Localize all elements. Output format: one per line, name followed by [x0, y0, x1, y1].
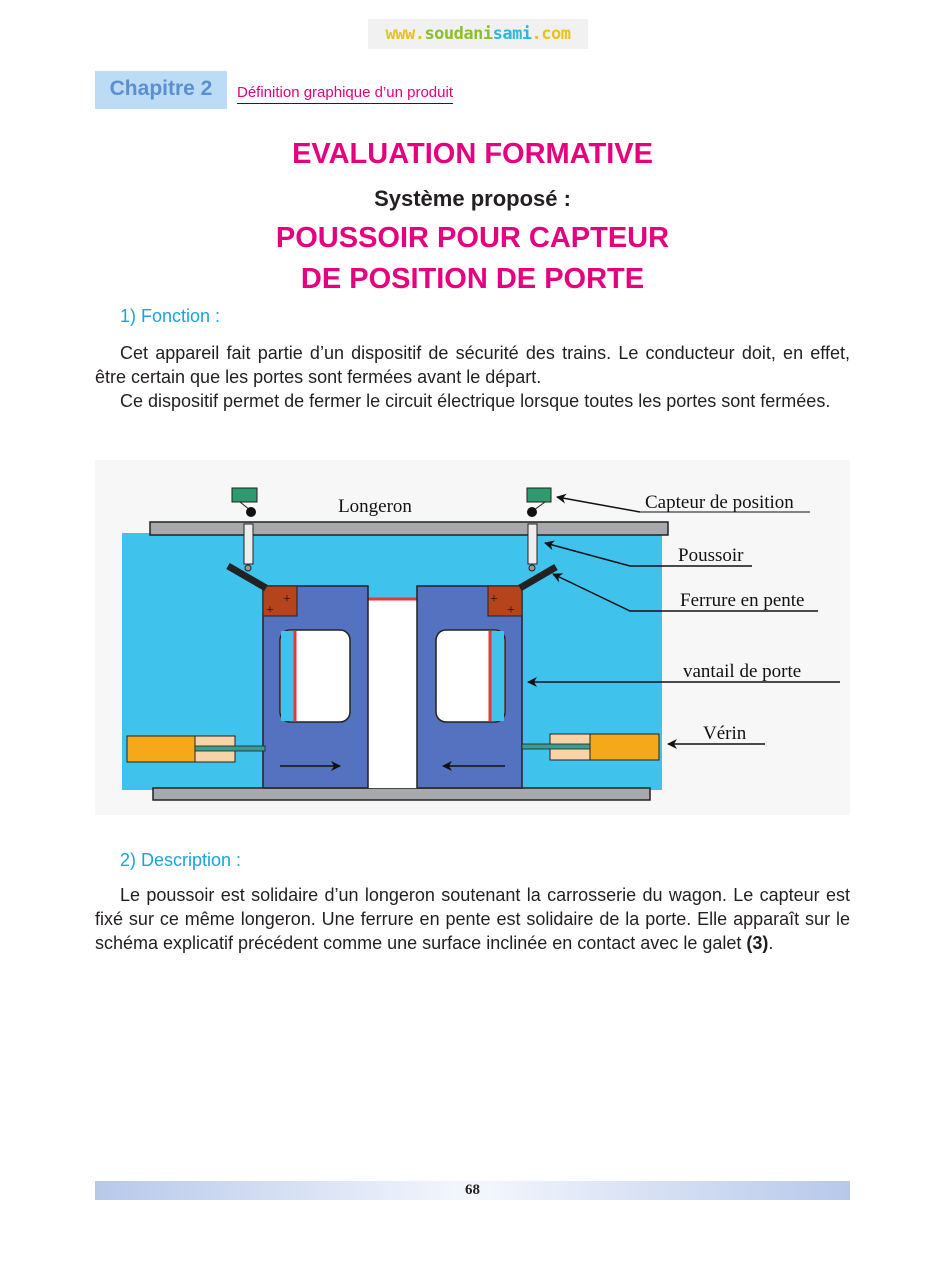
- chapter-badge: Chapitre 2: [95, 71, 227, 109]
- svg-text:+: +: [507, 603, 515, 618]
- watermark-part: soudani: [424, 24, 493, 44]
- svg-text:+: +: [266, 603, 274, 618]
- subtitle: Système proposé :: [374, 186, 571, 211]
- paragraph: Ce dispositif permet de fermer le circui…: [120, 391, 831, 411]
- watermark-logo: www.soudanisami.com: [368, 19, 588, 49]
- right-cylinder: [521, 733, 660, 761]
- watermark-part: sami: [492, 24, 532, 44]
- chapter-title: Définition graphique d’un produit: [237, 84, 453, 104]
- paragraph: Le poussoir est solidaire d’un longeron …: [95, 883, 850, 955]
- watermark-part: www.: [385, 24, 425, 44]
- right-sensor: [518, 487, 558, 592]
- label-ferrure: Ferrure en pente: [680, 590, 805, 611]
- section-description-text: Le poussoir est solidaire d’un longeron …: [95, 883, 850, 955]
- system-name-line1: POUSSOIR POUR CAPTEUR: [275, 222, 670, 254]
- label-vantail: vantail de porte: [683, 661, 801, 682]
- paragraph: Cet appareil fait partie d’un dispositif…: [95, 343, 850, 387]
- watermark-part: .com: [531, 24, 571, 44]
- left-cylinder: [126, 735, 266, 763]
- paragraph-end: .: [768, 933, 774, 953]
- svg-text:+: +: [283, 592, 291, 607]
- longeron-bar: [149, 521, 669, 536]
- page-title: EVALUATION FORMATIVE: [292, 138, 653, 170]
- label-longeron: Longeron: [338, 496, 412, 517]
- right-door: ++: [416, 585, 523, 789]
- section-heading-fonction: 1) Fonction :: [120, 306, 221, 326]
- paragraph-text: Le poussoir est solidaire d’un longeron …: [95, 885, 850, 953]
- label-poussoir: Poussoir: [678, 545, 744, 566]
- door-gap: [368, 598, 417, 788]
- reference-number: (3): [746, 933, 769, 953]
- page-number: 68: [465, 1182, 480, 1198]
- section-heading-description: 2) Description :: [120, 850, 242, 870]
- section-fonction-text: Cet appareil fait partie d’un dispositif…: [95, 341, 850, 413]
- page-footer: 68: [95, 1181, 850, 1200]
- system-name-line2: DE POSITION DE PORTE: [300, 263, 645, 295]
- door-mechanism-diagram: ++ ++: [95, 460, 850, 815]
- label-verin: Vérin: [703, 723, 747, 744]
- left-door: ++: [262, 585, 369, 789]
- svg-text:+: +: [490, 592, 498, 607]
- floor-bar: [152, 787, 651, 801]
- left-sensor: [226, 487, 268, 592]
- label-capteur: Capteur de position: [645, 492, 794, 513]
